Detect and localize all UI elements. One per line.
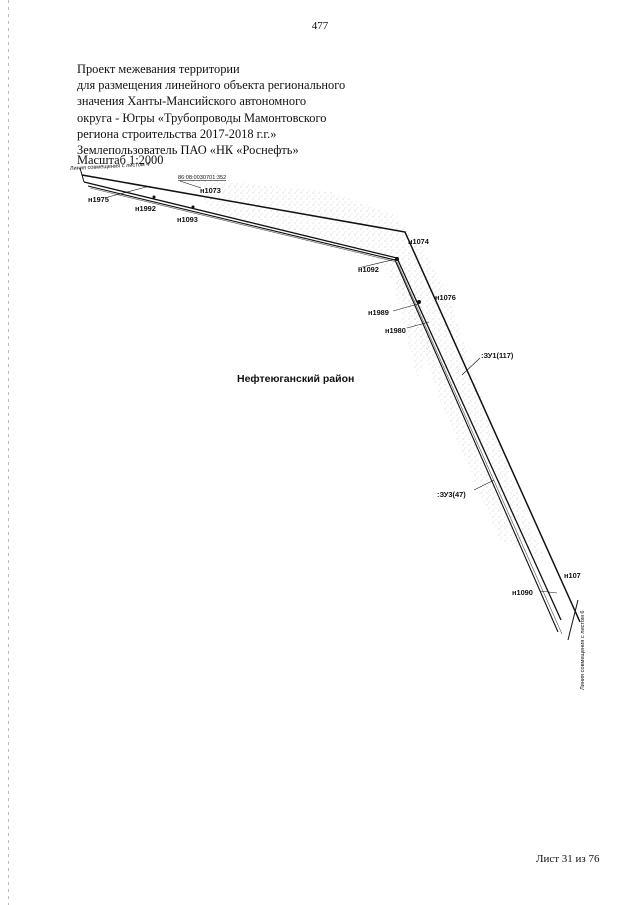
sheet-footer: Лист 31 из 76 (536, 853, 600, 865)
page-edge (8, 0, 9, 905)
point-label-n107: н107 (564, 571, 581, 580)
terrain-stipple (395, 262, 430, 380)
point-label-n1076: н1076 (435, 293, 456, 302)
match-line-right (567, 599, 579, 641)
parcel-zu3-boundary (87, 185, 559, 633)
leader-line (539, 590, 558, 594)
point-label-n1989: н1989 (368, 308, 389, 317)
parcel-zu1-boundary (83, 181, 562, 621)
leader-line (357, 258, 397, 269)
district-label: Нефтеюганский район (237, 373, 354, 385)
parcel-zu3-boundary (89, 187, 563, 635)
title-block: Проект межевания территории для размещен… (77, 61, 407, 158)
point-label-n1992: н1992 (135, 204, 156, 213)
title-line: значения Ханты-Мансийского автономного (77, 94, 307, 109)
parcel-zu1-label: :ЗУ1(117) (481, 351, 514, 360)
title-line: региона строительства 2017-2018 г.г.» (77, 126, 277, 141)
point-marker (417, 300, 421, 304)
page-number: 477 (311, 20, 329, 32)
match-line-top-label: Линия совмещения с листом 4 (70, 162, 150, 172)
leader-line (406, 321, 430, 329)
parcel-zu3-label: :ЗУ3(47) (437, 490, 466, 499)
match-line-top (79, 167, 85, 183)
point-label-n1092: н1092 (358, 265, 379, 274)
leader-line (107, 185, 151, 198)
leader-line (392, 303, 419, 312)
title-line: Землепользователь ПАО «НК «Роснефть» (77, 143, 299, 158)
point-label-n1073: н1073 (200, 186, 221, 195)
cadastral-number-label: 86:08:0030701:352 (178, 175, 226, 181)
parcel-zu1-boundary (81, 174, 581, 623)
scale-label: Масштаб 1:2000 (77, 153, 164, 167)
leader-line (179, 180, 202, 189)
title-line: для размещения линейного объекта региона… (77, 78, 346, 93)
terrain-stipple (190, 178, 545, 560)
point-label-n1074: н1074 (408, 237, 430, 246)
point-label-n1090: н1090 (512, 588, 533, 597)
point-marker (152, 195, 156, 199)
point-label-n1093: н1093 (177, 215, 198, 224)
point-marker (191, 205, 195, 209)
point-label-n1975: н1975 (88, 195, 109, 204)
title-line: округа - Югры «Трубопроводы Мамонтовског… (77, 110, 327, 125)
leader-line (473, 479, 495, 491)
title-line: Проект межевания территории (77, 62, 240, 76)
point-marker (395, 257, 399, 261)
leader-line (461, 357, 481, 376)
match-line-right-label: Линия совмещения с листом 6 (580, 610, 586, 690)
point-label-n1980: н1980 (385, 326, 406, 335)
